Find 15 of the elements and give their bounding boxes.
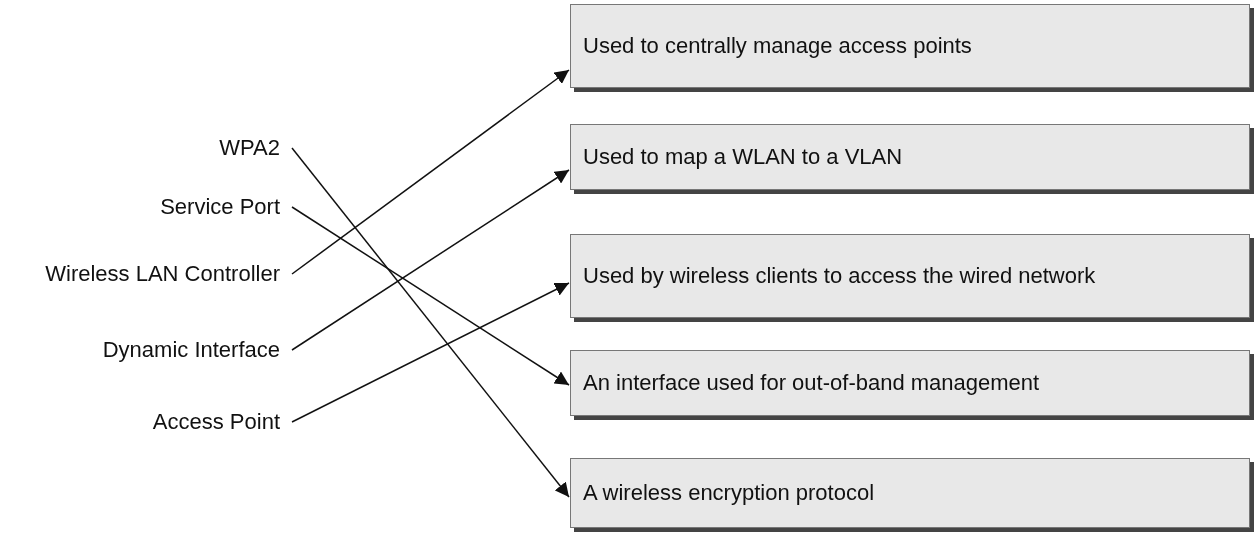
box-text: Used to centrally manage access points: [583, 33, 972, 59]
box-text: Used by wireless clients to access the wired network: [583, 263, 1096, 289]
arrow: [291, 169, 570, 351]
arrow: [291, 147, 570, 498]
term-label: Access Point: [152, 409, 280, 435]
term-label: WPA2: [219, 135, 280, 161]
term-label: Dynamic Interface: [102, 337, 280, 363]
arrow: [291, 69, 570, 275]
box-text: An interface used for out-of-band management: [583, 370, 1040, 396]
box-text: A wireless encryption protocol: [583, 480, 875, 506]
arrow: [291, 206, 570, 386]
arrow: [291, 282, 570, 423]
term-label: Wireless LAN Controller: [45, 261, 280, 287]
box-text: Used to map a WLAN to a VLAN: [583, 144, 903, 170]
term-label: Service Port: [160, 194, 280, 220]
